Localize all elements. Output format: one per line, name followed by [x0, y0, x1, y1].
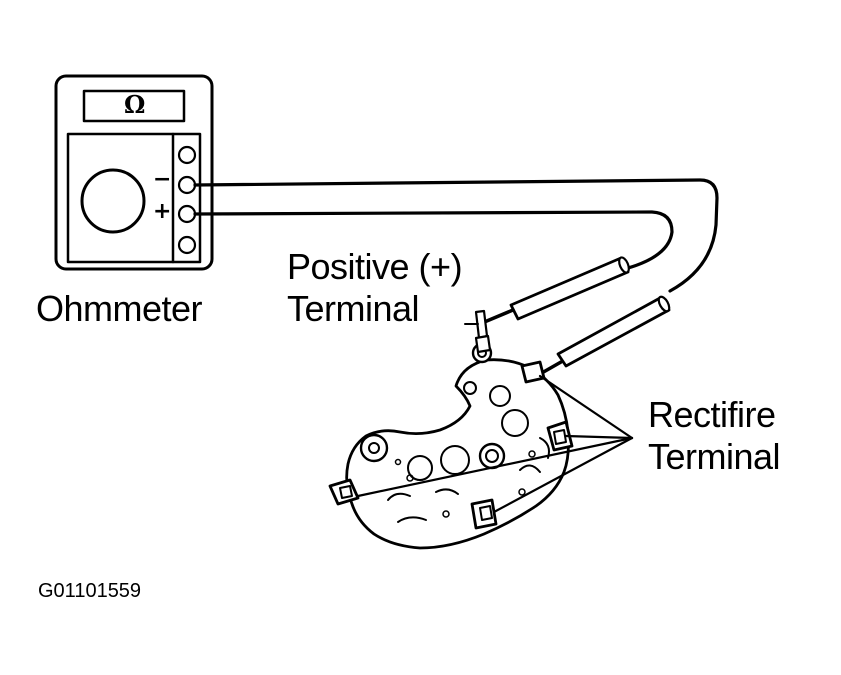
terminal-tab-right [546, 420, 574, 452]
negative-jack-sign: − [153, 167, 172, 192]
ohm-symbol: Ω [124, 90, 146, 119]
ohmmeter-label: Ohmmeter [36, 288, 203, 329]
positive-probe [464, 256, 630, 340]
ohmmeter [54, 74, 214, 271]
negative-probe [538, 295, 671, 376]
jack-4 [177, 235, 197, 255]
test-leads [193, 178, 719, 376]
figure-code: G01101559 [38, 580, 142, 602]
rectifier-callout-leaders [356, 374, 634, 514]
terminal-tab-top [520, 360, 546, 384]
rectifier-holder [328, 334, 574, 550]
jack-negative [177, 175, 197, 195]
positive-terminal-post [474, 334, 492, 354]
positive-jack-sign: + [153, 199, 172, 224]
jack-1 [177, 145, 197, 165]
positive-callout-line-1: Positive (+) [287, 246, 463, 287]
rectifier-terminal-callout: Rectifire Terminal [648, 394, 781, 478]
positive-callout-line-2: Terminal [287, 288, 420, 329]
negative-lead-wire [193, 178, 719, 293]
terminal-tab-bottom [470, 498, 498, 530]
selector-dial [80, 168, 146, 234]
positive-terminal-callout: Positive (+) Terminal [287, 246, 463, 330]
positive-lead-wire [193, 210, 674, 270]
terminal-tab-left [328, 478, 360, 506]
jack-positive [177, 204, 197, 224]
rectifier-callout-line-2: Terminal [648, 436, 781, 477]
rectifier-callout-line-1: Rectifire [648, 394, 776, 435]
